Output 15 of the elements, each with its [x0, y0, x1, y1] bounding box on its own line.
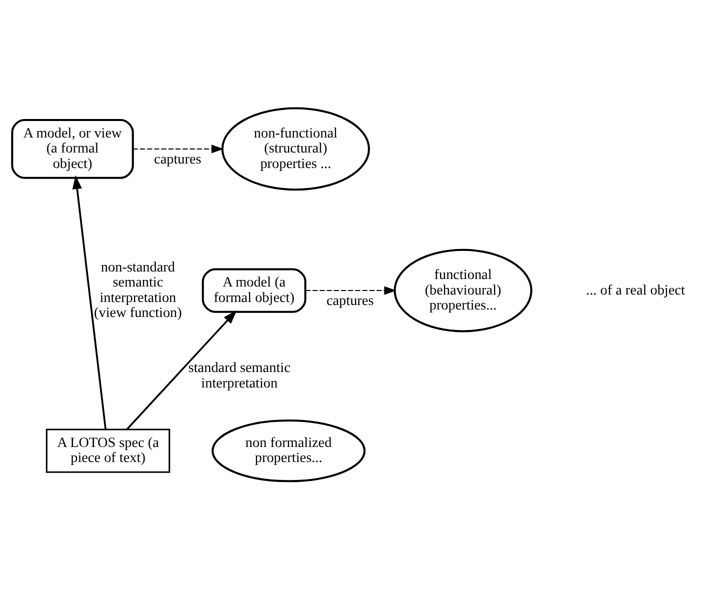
- node-box: A model (a formal object): [202, 268, 306, 313]
- edge-label: non-standard semantic interpretation (view function): [94, 259, 182, 322]
- arrow: [305, 286, 396, 295]
- edge-label: captures: [154, 151, 202, 168]
- arrow: [72, 175, 106, 430]
- edge-label: standard semantic interpretation: [188, 360, 290, 392]
- arrow: [126, 310, 237, 430]
- node-ellipse: functional (behavioural) properties...: [394, 248, 532, 332]
- arrow: [132, 144, 224, 154]
- label: ... of a real object: [586, 282, 685, 298]
- node-ellipse: non formalized properties...: [212, 419, 366, 482]
- node-box: A LOTOS spec (a piece of text): [46, 428, 170, 473]
- edge-label: captures: [326, 292, 374, 309]
- node-ellipse: non-functional (structural) properties ...: [221, 107, 370, 191]
- node-box: A model, or view (a formal object): [11, 119, 134, 179]
